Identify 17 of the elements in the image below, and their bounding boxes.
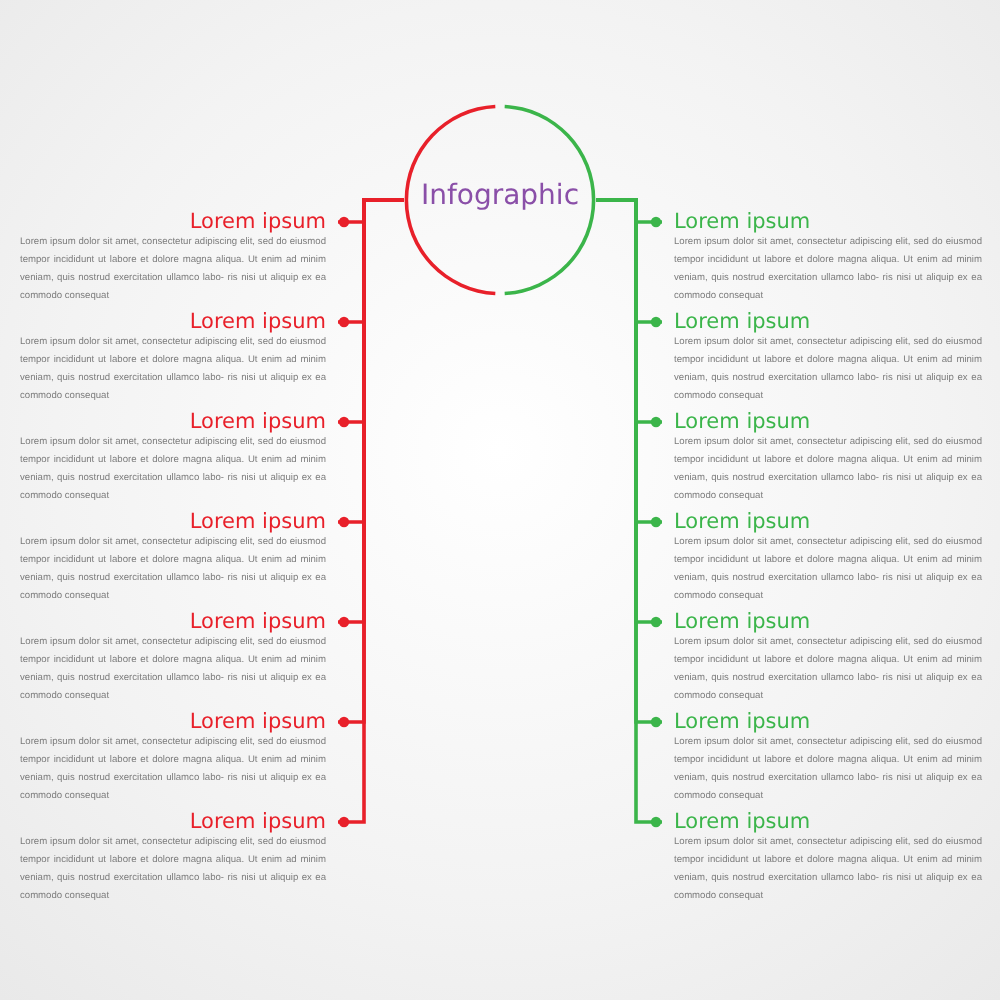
item-heading: Lorem ipsum	[189, 810, 326, 834]
item-heading: Lorem ipsum	[674, 210, 811, 234]
item-heading: Lorem ipsum	[674, 810, 811, 834]
connector-line	[338, 198, 404, 828]
infographic-title: Infographic	[418, 180, 582, 212]
item-heading: Lorem ipsum	[189, 510, 326, 534]
item-heading: Lorem ipsum	[189, 410, 326, 434]
connector-line	[596, 198, 662, 828]
item-heading: Lorem ipsum	[674, 310, 811, 334]
item-heading: Lorem ipsum	[674, 510, 811, 534]
item-heading: Lorem ipsum	[189, 710, 326, 734]
item-heading: Lorem ipsum	[189, 310, 326, 334]
item-heading: Lorem ipsum	[674, 410, 811, 434]
item-heading: Lorem ipsum	[189, 210, 326, 234]
item-heading: Lorem ipsum	[674, 710, 811, 734]
item-heading: Lorem ipsum	[189, 610, 326, 634]
item-heading: Lorem ipsum	[674, 610, 811, 634]
